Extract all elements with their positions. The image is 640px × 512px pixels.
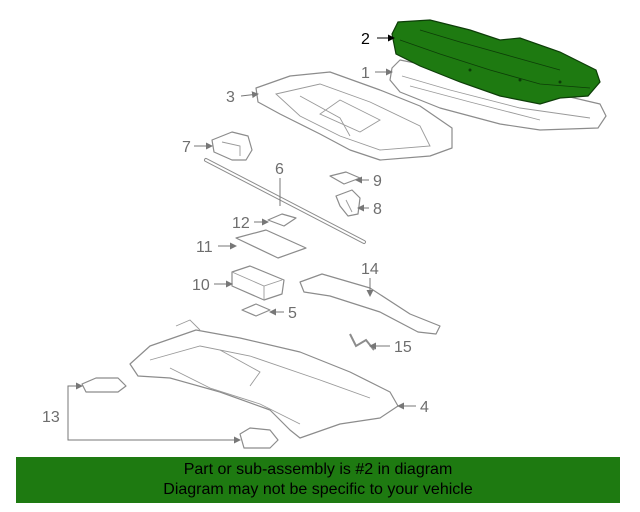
callout-6: 6: [275, 161, 284, 178]
part-2-cushion-highlighted[interactable]: [391, 19, 601, 105]
part-4-seat-track[interactable]: [129, 319, 399, 439]
callout-7: 7: [182, 139, 191, 156]
part-13-cover-lower[interactable]: [239, 427, 279, 449]
part-14-strap[interactable]: [299, 273, 441, 335]
part-7-bracket[interactable]: [211, 131, 253, 161]
highlight-notice-banner: Part or sub-assembly is #2 in diagram Di…: [16, 457, 620, 503]
callout-13: 13: [42, 409, 60, 426]
banner-line-1: Part or sub-assembly is #2 in diagram: [183, 461, 453, 478]
part-8-latch[interactable]: [335, 189, 361, 217]
part-12-module[interactable]: [267, 213, 297, 227]
part-3-seat-frame[interactable]: [255, 71, 453, 161]
callout-12: 12: [232, 215, 250, 232]
part-6-rod[interactable]: [204, 158, 366, 244]
part-10-control-module[interactable]: [231, 265, 285, 301]
part-13-cover-upper[interactable]: [81, 377, 127, 393]
part-15-wire-clip[interactable]: [349, 333, 375, 351]
callout-14: 14: [361, 261, 379, 278]
callout-1: 1: [361, 65, 370, 82]
callout-4: 4: [420, 399, 429, 416]
exploded-parts-diagram: 1 2 3 4 5 6 7 8 9 10 11 12 13 14 15: [42, 19, 607, 449]
callout-2: 2: [361, 31, 370, 48]
callout-10: 10: [192, 277, 210, 294]
callout-15: 15: [394, 339, 412, 356]
part-11-pad[interactable]: [235, 229, 307, 259]
banner-line-2: Diagram may not be specific to your vehi…: [163, 481, 473, 498]
part-9-clip[interactable]: [329, 171, 361, 185]
callout-9: 9: [373, 173, 382, 190]
callout-8: 8: [373, 201, 382, 218]
callout-3: 3: [226, 89, 235, 106]
callout-11: 11: [196, 239, 213, 256]
callout-5: 5: [288, 305, 297, 322]
part-5-plate[interactable]: [241, 303, 271, 317]
